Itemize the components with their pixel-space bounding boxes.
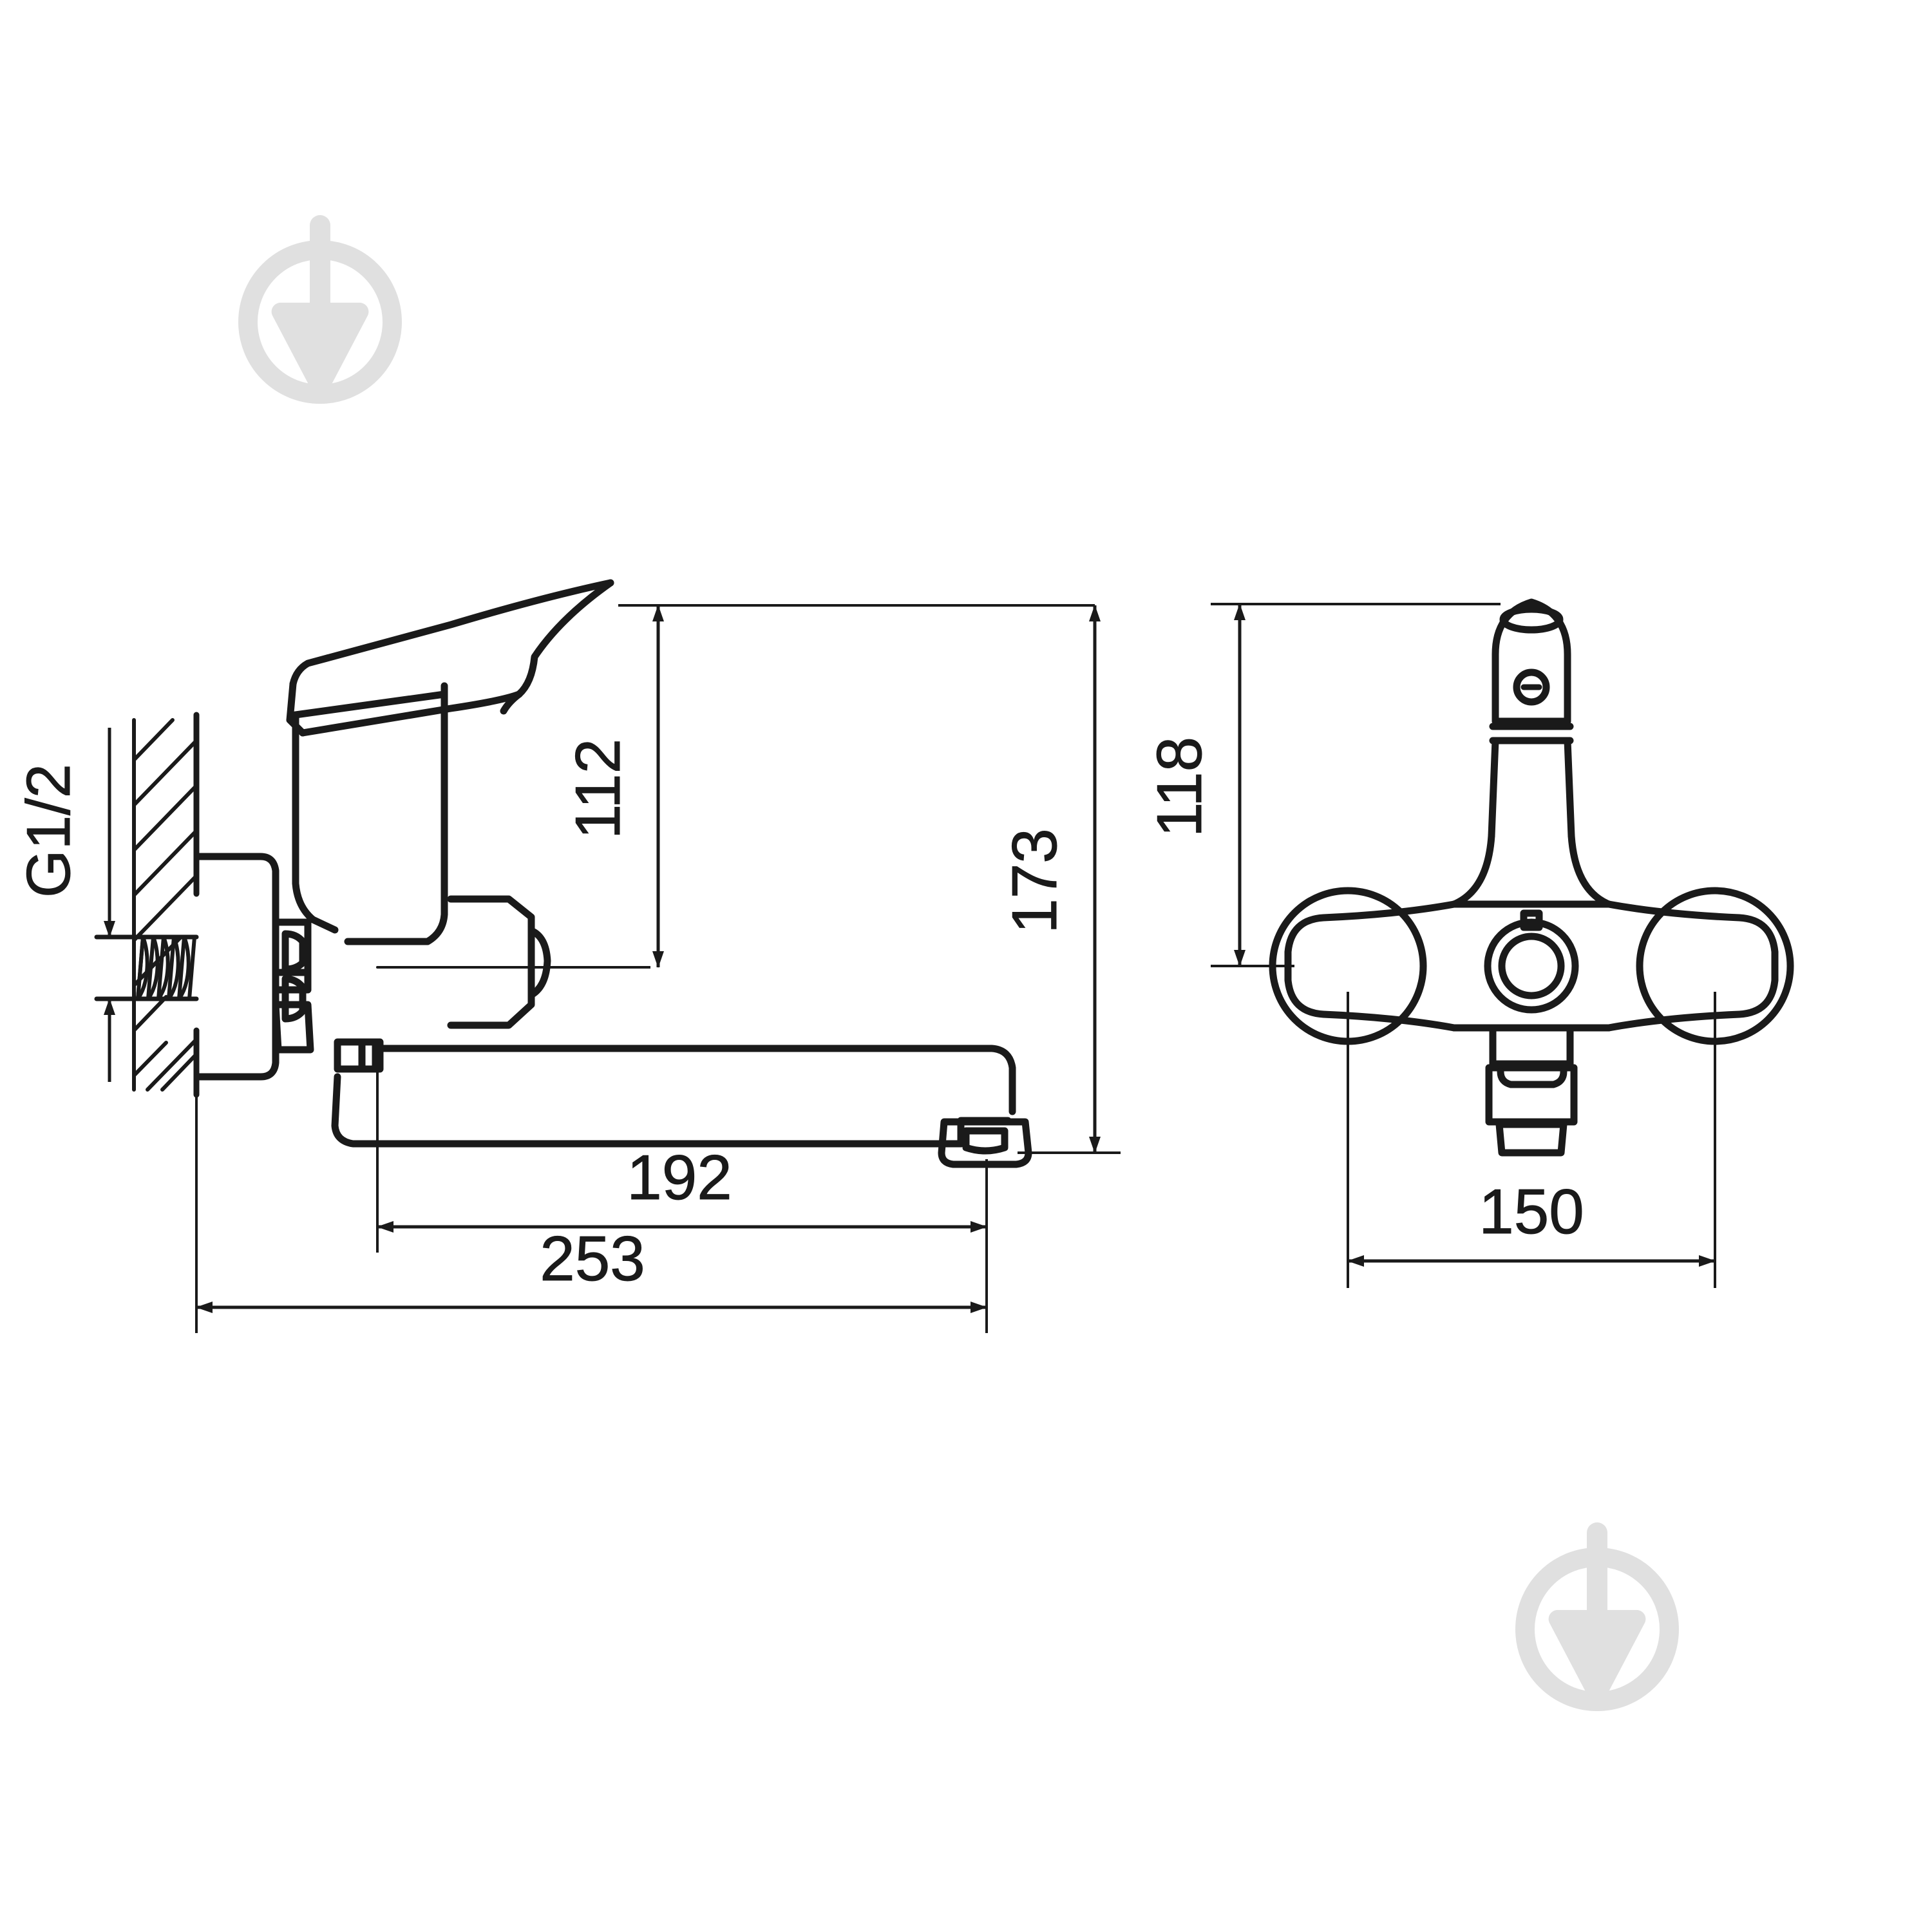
cap-slot-icon: [1499, 605, 1564, 634]
wall-escutcheon: [196, 853, 279, 1081]
spout: [331, 1038, 1016, 1148]
thread-nipple: [94, 934, 199, 1001]
lever-handle: [286, 579, 614, 737]
dimension-label-spout-height: 112: [562, 739, 633, 839]
mixer-body-front: [1450, 832, 1613, 908]
front-elevation-view: [1269, 598, 1794, 1157]
handle-neck: [1488, 723, 1575, 840]
dimension-total-height: 173: [999, 605, 1121, 1154]
dimension-thread-g12: G1/2: [14, 728, 187, 1082]
s-connector-nut: [272, 918, 314, 1054]
wall-section: [132, 712, 200, 1098]
watermark-top-left: [248, 215, 392, 396]
aerator: [938, 1118, 1032, 1168]
dimension-label-body-height: 118: [1144, 737, 1215, 837]
cartridge-collar: [447, 895, 551, 1029]
side-view-dimensions: G1/2 112 173 192: [14, 604, 1121, 1333]
dimension-label-centers: 150: [1479, 1176, 1584, 1247]
dimension-total-reach: 253: [195, 1095, 988, 1333]
connector-arm-left: [1284, 900, 1458, 1032]
handle-cap: [1492, 598, 1571, 725]
diverter-ring: [1484, 909, 1579, 1014]
dimension-centers: 150: [1347, 992, 1716, 1288]
connector-arm-right: [1605, 900, 1779, 1032]
dimension-label-spout-reach: 192: [627, 1142, 732, 1213]
mixer-body: [292, 682, 448, 945]
body-bridge: [1450, 900, 1613, 1032]
dimension-spout-reach: 192: [376, 1056, 988, 1253]
cap-screw-icon: [1513, 668, 1550, 706]
thread-profile: [136, 935, 196, 1001]
dimension-body-height: 118: [1144, 603, 1501, 967]
wall-hatching: [132, 718, 198, 1092]
dimension-label-total-height: 173: [999, 828, 1070, 934]
front-view-dimensions: 118 150: [1144, 603, 1716, 1288]
dimension-label-total-reach: 253: [540, 1223, 645, 1294]
outlet-spigot: [1485, 1025, 1578, 1157]
dimension-spout-height: 112: [554, 604, 1095, 969]
side-elevation-view: [94, 579, 1032, 1168]
dimension-label-thread: G1/2: [14, 764, 83, 898]
watermark-bottom-right: [1525, 1522, 1669, 1703]
